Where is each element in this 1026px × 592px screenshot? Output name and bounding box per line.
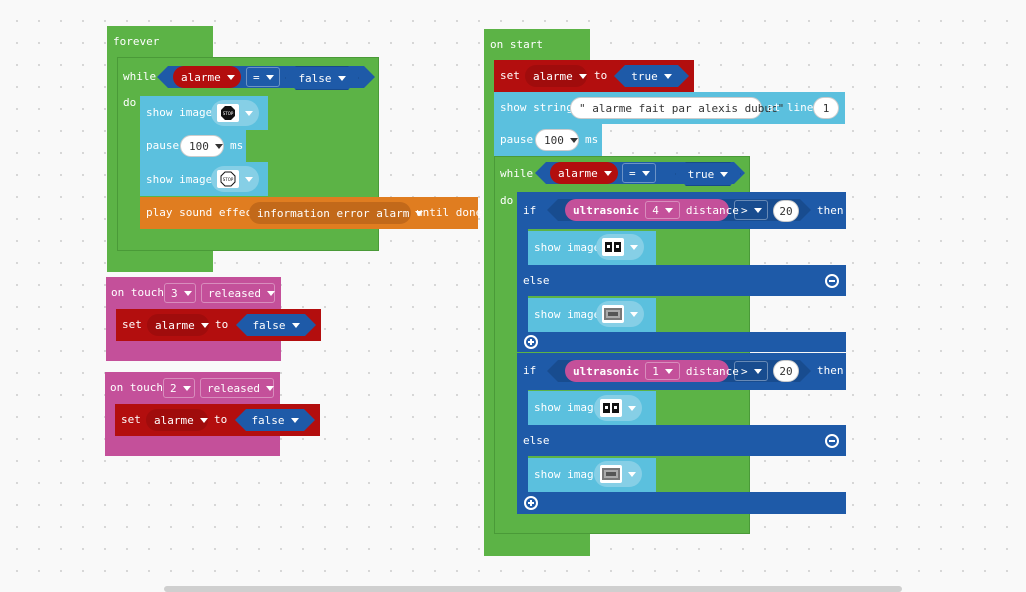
pause-value[interactable]: 100 [180,135,224,157]
on-touch-label: on touch [110,381,163,394]
plus-icon[interactable] [524,335,538,349]
touch-event-dropdown[interactable]: released [200,378,274,398]
operator-dropdown[interactable]: > [734,200,768,220]
on-start-label: on start [490,38,543,51]
minus-icon[interactable] [825,434,839,448]
image-picker-2[interactable]: STOP [211,166,259,192]
then-label: then [817,204,844,217]
image-picker[interactable] [596,301,644,327]
ultrasonic-port-dropdown[interactable]: 1 [645,362,680,380]
else-label: else [523,434,550,447]
at-line-label: at line [767,101,814,114]
pause-label: pause [500,133,534,146]
set-label: set [122,318,142,331]
image-picker[interactable] [596,234,644,260]
do-label: do [123,96,137,109]
boolean-false[interactable]: false [235,409,315,431]
pause-unit: ms [230,139,244,152]
play-sound-label: play sound effect [146,206,259,219]
sound-dropdown[interactable]: information error alarm [249,202,411,224]
else-bar [517,425,846,456]
threshold-input[interactable]: 20 [773,200,799,222]
noise-icon [600,465,622,483]
noise-icon [602,305,624,323]
while-label: while [500,167,534,180]
touch-pin-dropdown[interactable]: 2 [163,378,195,398]
stop-sign-icon: STOP [217,170,239,188]
face-icon [600,399,622,417]
to-label: to [215,318,229,331]
boolean-false[interactable]: false [285,66,359,90]
svg-text:STOP: STOP [223,111,234,116]
image-picker-1[interactable]: STOP [211,100,259,126]
show-image-label: show image [534,468,601,481]
show-image-label: show image [146,173,213,186]
while-label: while [123,70,157,83]
image-picker[interactable] [594,461,642,487]
image-picker[interactable] [594,395,642,421]
operator-dropdown[interactable]: = [246,67,280,87]
then-label: then [817,364,844,377]
pause-value[interactable]: 100 [535,129,579,151]
stop-sign-icon: STOP [217,104,239,122]
pause-label: pause [146,139,180,152]
forever-label: forever [113,35,160,48]
ultrasonic-block[interactable]: ultrasonic 1 distance [565,360,739,382]
touch-event-dropdown[interactable]: released [201,283,275,303]
set-label: set [121,413,141,426]
if-spine [517,390,528,426]
show-image-label: show image [146,106,213,119]
if-spine [517,296,528,332]
svg-text:STOP: STOP [223,177,234,182]
face-icon [602,238,624,256]
if-label: if [523,204,537,217]
to-label: to [214,413,228,426]
to-label: to [594,69,608,82]
boolean-true[interactable]: true [614,65,689,87]
show-string-label: show string [500,101,573,114]
variable-dropdown[interactable]: alarme [525,65,587,87]
do-label: do [500,194,514,207]
if-spine [517,229,528,265]
ultrasonic-block[interactable]: ultrasonic 4 distance [565,199,739,221]
if-spine [517,456,528,492]
variable-dropdown[interactable]: alarme [147,314,209,336]
show-image-label: show image [534,401,601,414]
minus-icon[interactable] [825,274,839,288]
line-input[interactable]: 1 [813,97,839,119]
else-label: else [523,274,550,287]
plus-icon[interactable] [524,496,538,510]
if-footer [517,332,846,352]
show-image-label: show image [534,241,601,254]
operator-dropdown[interactable]: = [622,163,656,183]
until-done-label: until done [416,206,483,219]
touch-pin-dropdown[interactable]: 3 [164,283,196,303]
set-label: set [500,69,520,82]
boolean-true[interactable]: true [675,162,741,186]
variable-alarme[interactable]: alarme [550,162,618,184]
show-image-label: show image [534,308,601,321]
ultrasonic-port-dropdown[interactable]: 4 [645,201,680,219]
boolean-false[interactable]: false [236,314,316,336]
if-footer [517,492,846,514]
pause-unit: ms [585,133,599,146]
horizontal-scrollbar[interactable] [164,586,902,592]
string-input[interactable]: " alarme fait par alexis dubuc" [570,97,784,119]
variable-alarme[interactable]: alarme [173,66,241,88]
threshold-input[interactable]: 20 [773,360,799,382]
on-touch-label: on touch [111,286,164,299]
variable-dropdown[interactable]: alarme [146,409,208,431]
else-bar [517,265,846,296]
operator-dropdown[interactable]: > [734,361,768,381]
if-label: if [523,364,537,377]
